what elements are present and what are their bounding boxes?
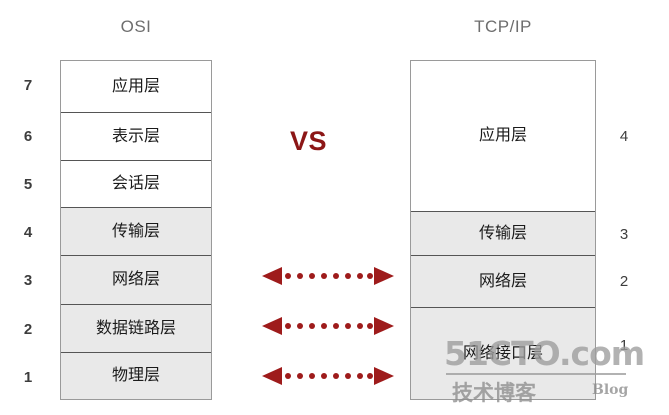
osi-layer-4-label: 传输层 — [111, 222, 160, 240]
osi-layer-5-label: 会话层 — [111, 175, 160, 192]
osi-layer-7: 应用层 — [61, 61, 211, 113]
mapping-arrow-network-layer — [262, 267, 394, 285]
osi-model-stack: 应用层 表示层 会话层 传输层 网络层 数据链路层 物理层 — [60, 60, 212, 400]
osi-index-4: 4 — [23, 224, 33, 241]
tcpip-index-4: 4 — [619, 128, 629, 145]
osi-index-3: 3 — [23, 272, 33, 289]
osi-index-7: 7 — [23, 77, 33, 94]
osi-layer-6-label: 表示层 — [111, 127, 160, 145]
tcpip-index-3: 3 — [619, 226, 629, 243]
osi-layer-6: 表示层 — [61, 113, 211, 161]
osi-index-2: 2 — [23, 321, 33, 338]
watermark-blog-label: Blog — [592, 382, 629, 398]
osi-index-1: 1 — [23, 369, 33, 386]
osi-layer-1-label: 物理层 — [111, 367, 160, 384]
osi-index-6: 6 — [23, 128, 33, 145]
tcpip-layer-3-label: 传输层 — [478, 224, 527, 242]
osi-layer-2: 数据链路层 — [61, 305, 211, 353]
mapping-arrow-data-link-layer — [262, 317, 394, 335]
mapping-arrow-physical-layer — [262, 367, 394, 385]
tcpip-model-stack: 应用层 传输层 网络层 网络接口层 — [410, 60, 596, 400]
osi-layer-3: 网络层 — [61, 256, 211, 305]
tcpip-layer-1: 网络接口层 — [411, 308, 595, 399]
osi-layer-3-label: 网络层 — [111, 271, 160, 288]
tcpip-layer-4-label: 应用层 — [478, 127, 527, 144]
osi-layer-5: 会话层 — [61, 161, 211, 208]
osi-index-5: 5 — [23, 176, 33, 193]
vs-label: VS — [290, 126, 328, 156]
tcpip-layer-2-label: 网络层 — [478, 272, 527, 290]
tcpip-layer-4: 应用层 — [411, 61, 595, 212]
tcpip-layer-1-label: 网络接口层 — [462, 344, 543, 362]
tcpip-index-1: 1 — [619, 337, 629, 354]
osi-column-title: OSI — [120, 17, 152, 36]
tcpip-column-title: TCP/IP — [474, 17, 532, 36]
tcpip-layer-3: 传输层 — [411, 212, 595, 256]
tcpip-layer-2: 网络层 — [411, 256, 595, 308]
osi-layer-2-label: 数据链路层 — [95, 319, 176, 337]
osi-layer-4: 传输层 — [61, 208, 211, 256]
tcpip-index-2: 2 — [619, 273, 629, 290]
osi-layer-1: 物理层 — [61, 353, 211, 399]
osi-layer-7-label: 应用层 — [111, 77, 160, 95]
